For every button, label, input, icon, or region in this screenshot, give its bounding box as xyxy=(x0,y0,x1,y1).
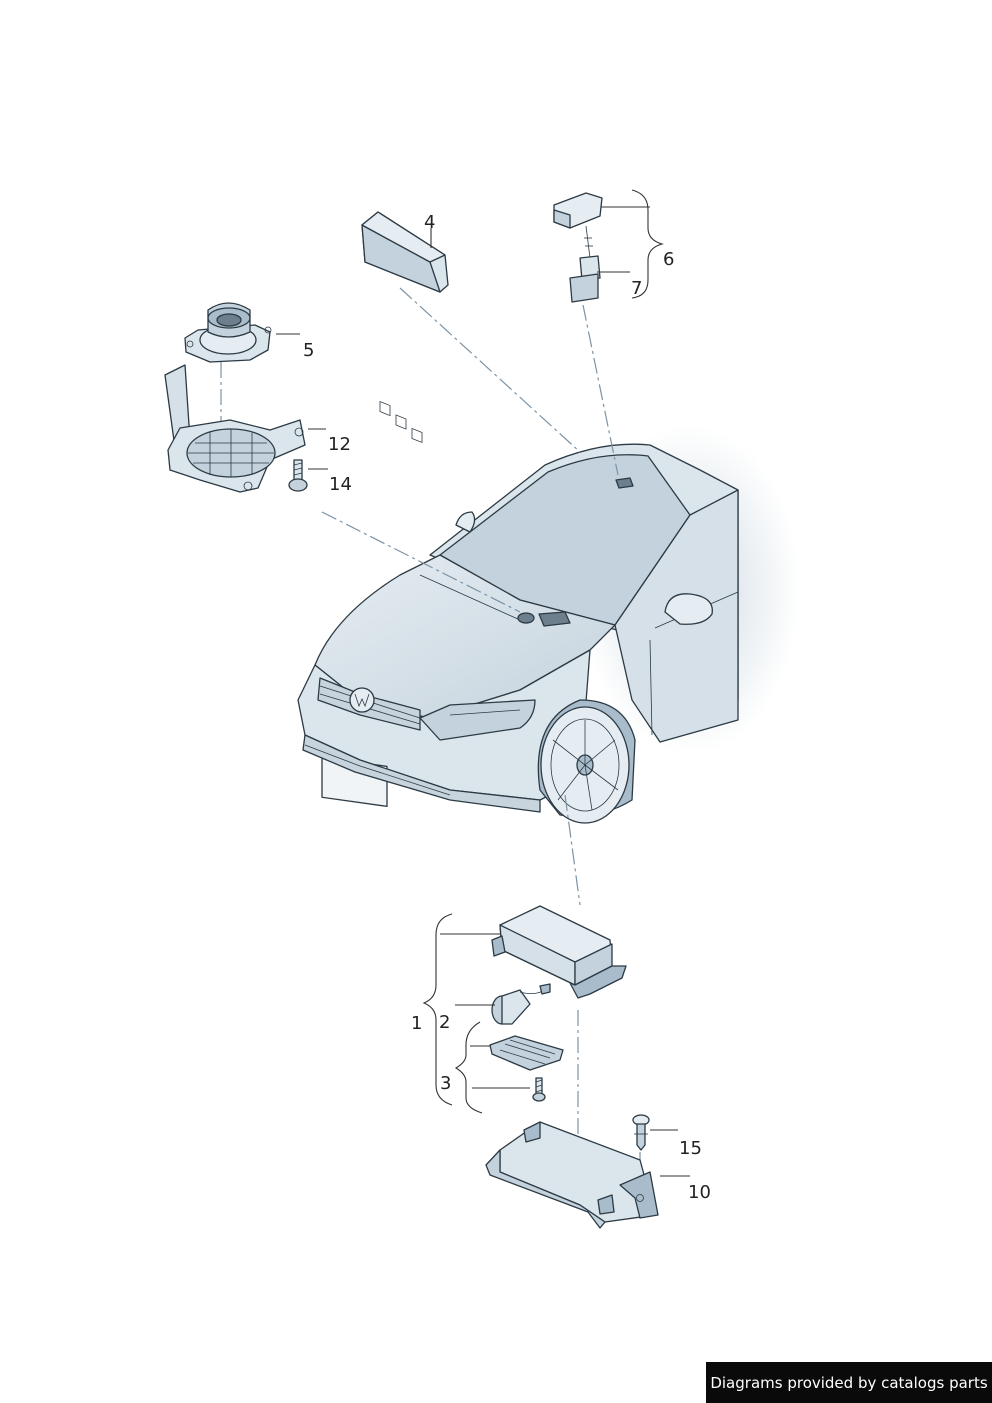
callout-15: 15 xyxy=(679,1138,702,1159)
callout-12: 12 xyxy=(328,434,351,455)
vehicle-illustration xyxy=(297,425,800,824)
part-4-module xyxy=(361,211,449,444)
callout-14: 14 xyxy=(329,474,352,495)
part-2-connector xyxy=(491,983,551,1025)
callout-3: 3 xyxy=(440,1073,451,1094)
part-12-bracket xyxy=(164,364,306,493)
callout-4: 4 xyxy=(424,212,435,233)
callout-2: 2 xyxy=(439,1012,450,1033)
credit-banner: Diagrams provided by catalogs parts xyxy=(706,1362,992,1403)
part-1-control-unit xyxy=(491,905,627,999)
guide-lines xyxy=(220,287,641,1200)
credit-text: Diagrams provided by catalogs parts xyxy=(710,1373,988,1392)
callout-1: 1 xyxy=(411,1013,422,1034)
part-5-sounder xyxy=(184,302,272,363)
part-15-clip xyxy=(632,1114,650,1151)
part-3-plate xyxy=(489,1035,564,1071)
callout-7: 7 xyxy=(631,278,642,299)
callout-6: 6 xyxy=(663,249,674,270)
part-6-7-sensor xyxy=(553,192,603,303)
part-10-tray xyxy=(485,1121,659,1229)
part-3-screw xyxy=(532,1077,546,1102)
callout-10: 10 xyxy=(688,1182,711,1203)
part-14-screw xyxy=(288,459,308,492)
callout-5: 5 xyxy=(303,340,314,361)
